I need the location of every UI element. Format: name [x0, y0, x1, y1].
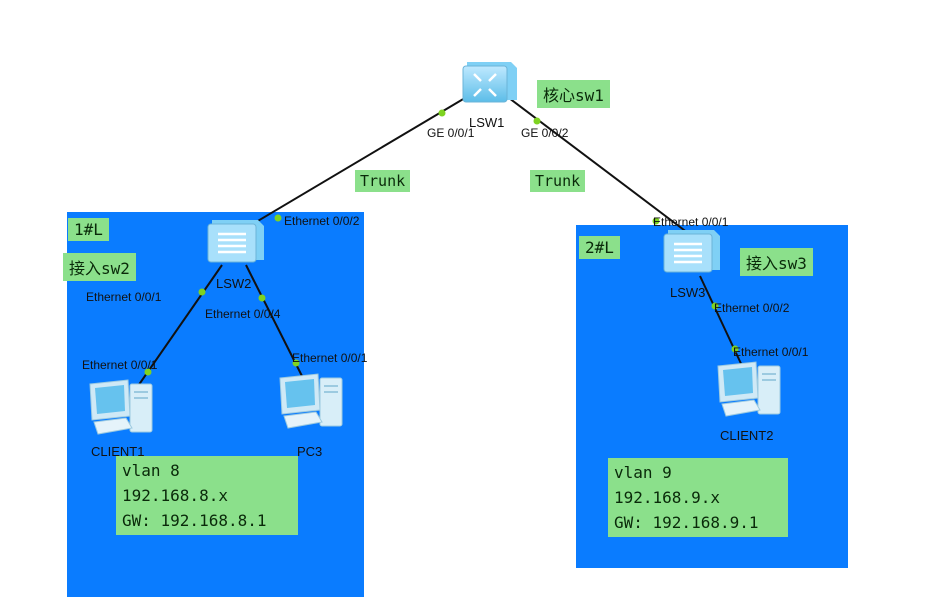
link-lsw1-lsw2 [245, 94, 471, 229]
zone-2-vlan: vlan 9 [614, 463, 672, 482]
access-switch-lsw2-icon[interactable] [206, 216, 264, 266]
zone-1-vlan-info: vlan 8 192.168.8.x GW: 192.168.8.1 [116, 456, 298, 535]
zone-1-title: 1#L [68, 218, 109, 241]
port-dot [711, 302, 719, 310]
port-dot [144, 368, 152, 376]
port-dot [258, 294, 266, 302]
pc3-port: Ethernet 0/0/1 [292, 351, 368, 365]
client2-computer-icon[interactable] [712, 360, 784, 424]
zone-1-vlan: vlan 8 [122, 461, 180, 480]
core-role-label: 核心sw1 [537, 80, 610, 108]
lsw2-port-a: Ethernet 0/0/1 [86, 290, 162, 304]
access-sw2-role: 接入sw2 [63, 253, 136, 281]
client2-name: CLIENT2 [720, 428, 774, 443]
zone-2-subnet: 192.168.9.x [614, 488, 720, 507]
client1-computer-icon[interactable] [84, 378, 156, 442]
access-sw3-role: 接入sw3 [740, 248, 813, 276]
lsw2-uplink-port: Ethernet 0/0/2 [284, 214, 360, 228]
client1-port: Ethernet 0/0/1 [82, 358, 158, 372]
pc3-computer-icon[interactable] [274, 372, 346, 436]
port-dot [652, 217, 660, 225]
port-dot [533, 117, 541, 125]
link-lsw2-client1 [137, 264, 223, 387]
link-lsw1-lsw3 [504, 94, 689, 234]
port-dot [731, 345, 739, 353]
port-dot [274, 214, 282, 222]
zone-1-subnet: 192.168.8.x [122, 486, 228, 505]
lsw2-port-b: Ethernet 0/0/4 [205, 307, 281, 321]
access-switch-lsw2-name: LSW2 [216, 276, 252, 291]
core-switch-icon[interactable] [461, 58, 517, 104]
zone-1-gateway: GW: 192.168.8.1 [122, 511, 267, 530]
lsw3-downlink-port: Ethernet 0/0/2 [714, 301, 790, 315]
client1-name: CLIENT1 [91, 444, 145, 459]
port-dot [292, 359, 300, 367]
port-dot [198, 288, 206, 296]
access-switch-lsw3-icon[interactable] [662, 226, 720, 276]
zone-2-vlan-info: vlan 9 192.168.9.x GW: 192.168.9.1 [608, 458, 788, 537]
pc3-name: PC3 [297, 444, 323, 459]
client2-port: Ethernet 0/0/1 [733, 345, 809, 359]
trunk-left-label: Trunk [355, 170, 411, 192]
core-port-right: GE 0/0/2 [521, 126, 569, 140]
trunk-right-label: Trunk [530, 170, 586, 192]
lsw3-uplink-port: Ethernet 0/0/1 [653, 215, 729, 229]
link-lsw3-client2 [699, 275, 745, 371]
zone-2-title: 2#L [579, 236, 620, 259]
core-switch-name: LSW1 [469, 115, 505, 130]
core-port-left: GE 0/0/1 [427, 126, 475, 140]
zone-2-gateway: GW: 192.168.9.1 [614, 513, 759, 532]
access-switch-lsw3-name: LSW3 [670, 285, 706, 300]
port-dot [438, 109, 446, 117]
